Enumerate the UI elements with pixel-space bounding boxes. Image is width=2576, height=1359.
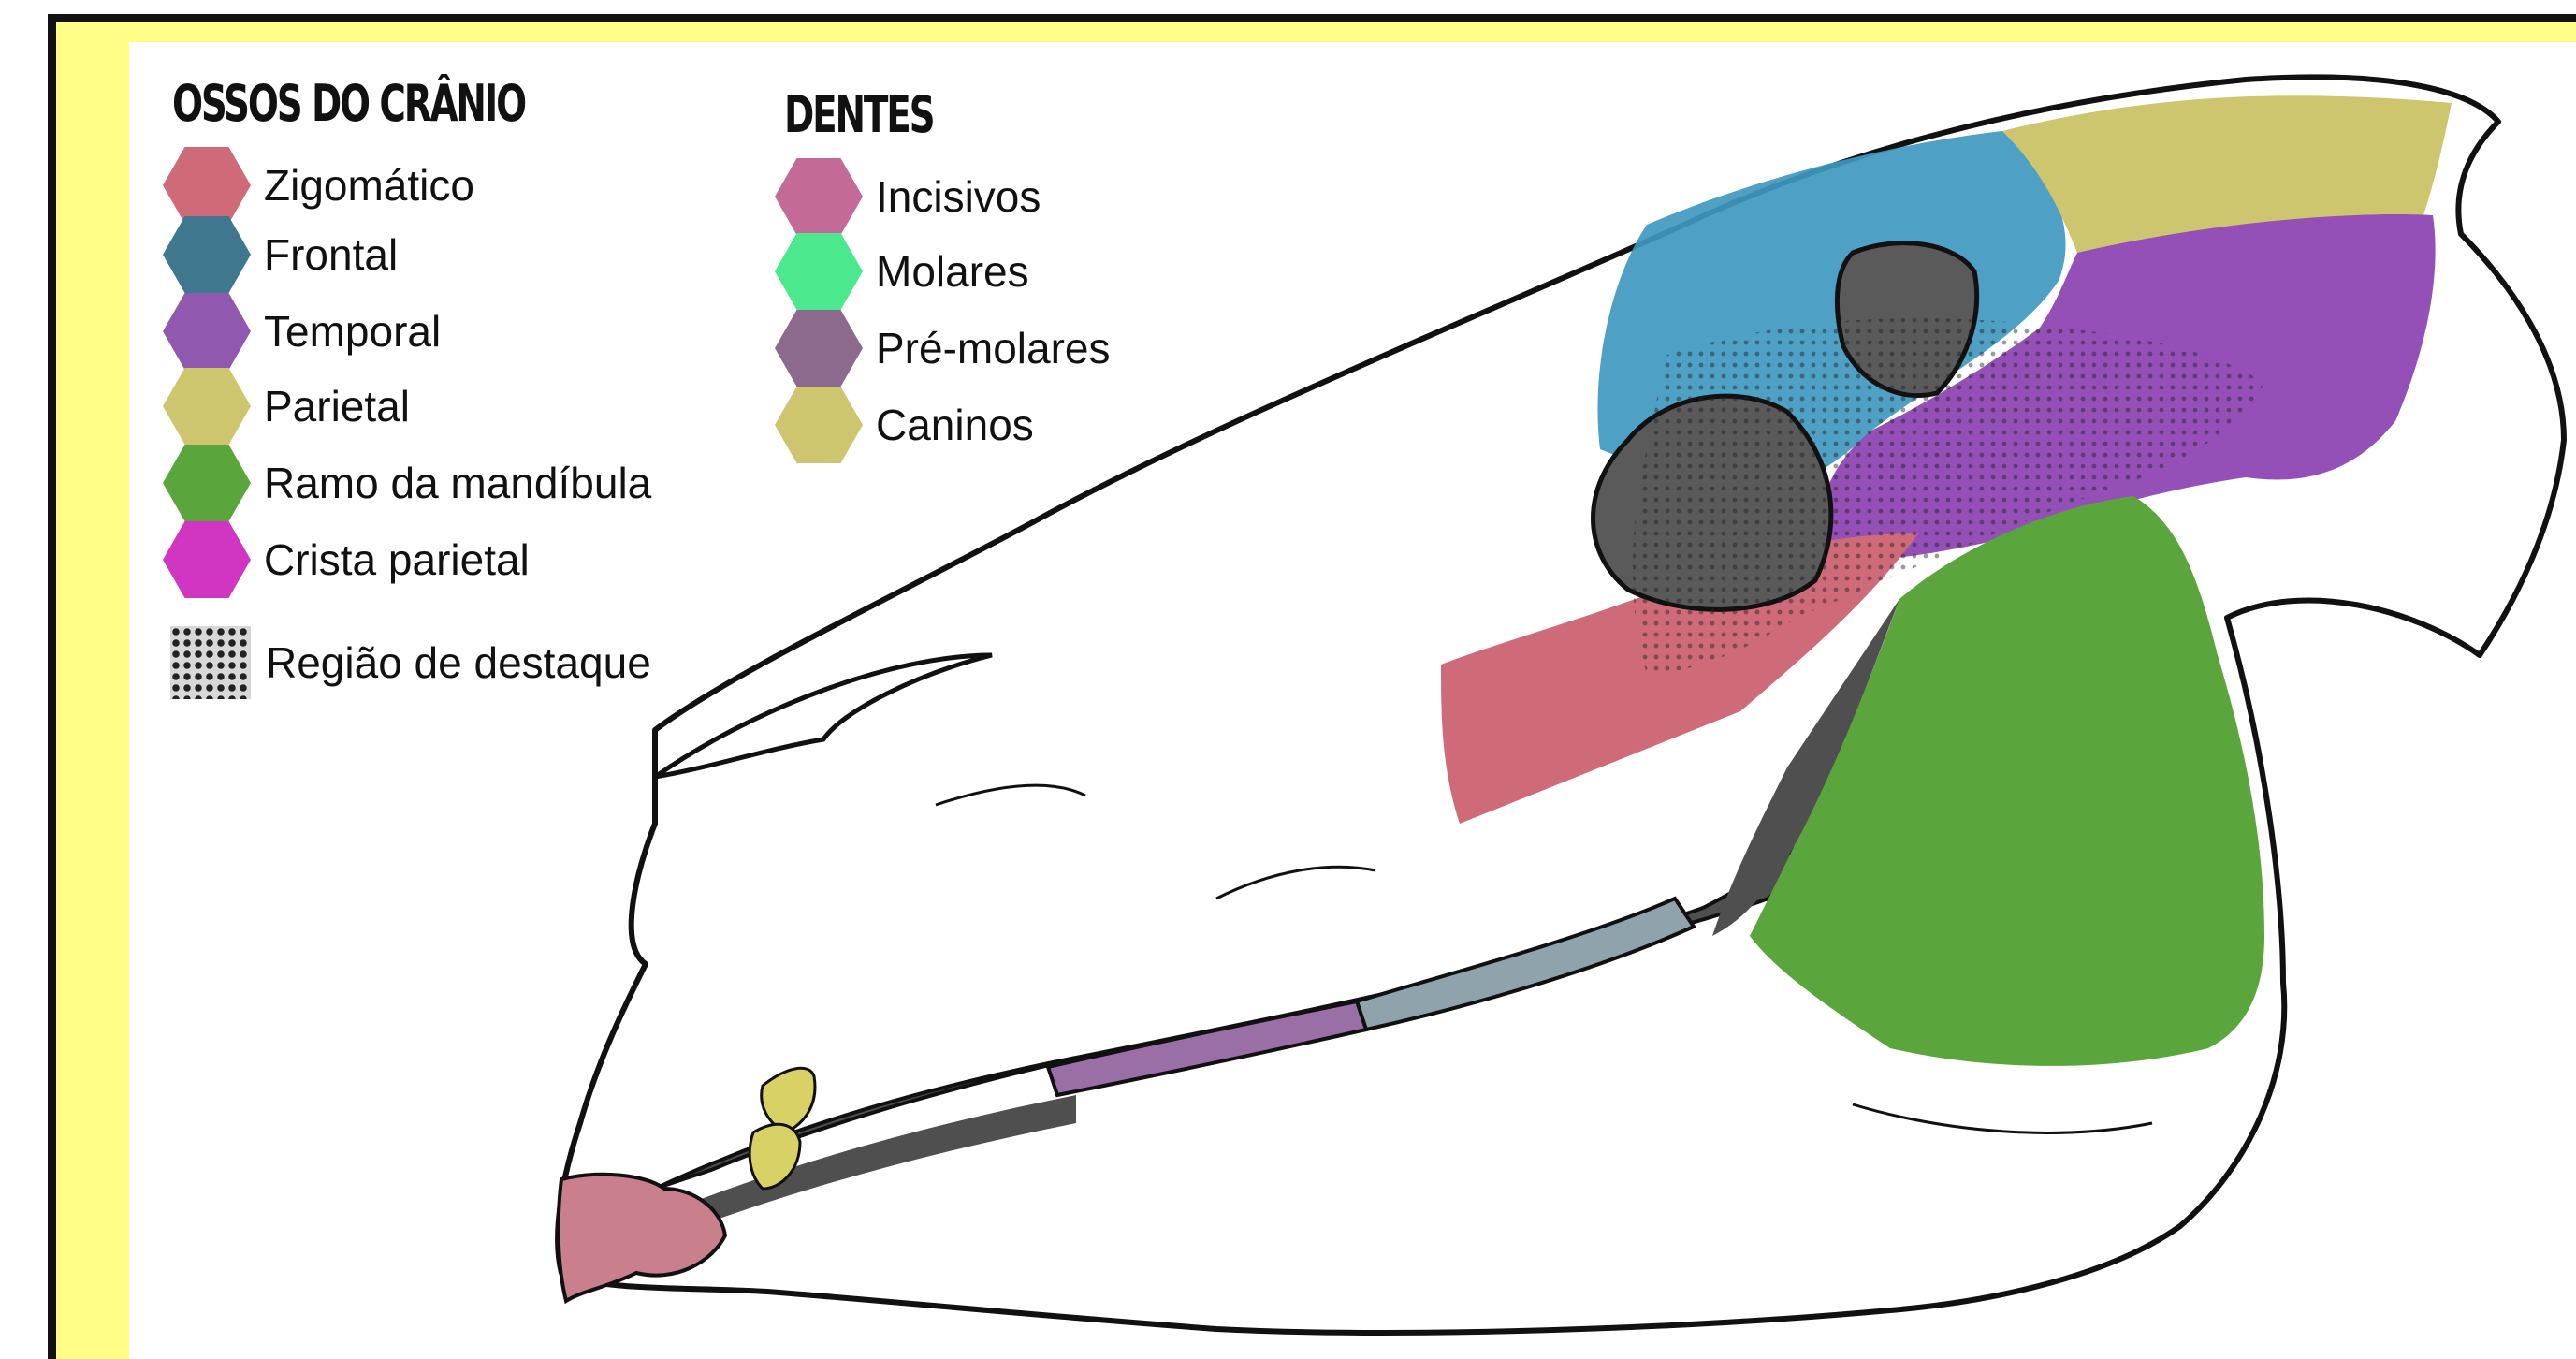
ramo-mandibula-swatch bbox=[163, 445, 251, 521]
legend-item-pre-molares: Pré-molares bbox=[775, 311, 1111, 386]
frontal-swatch bbox=[163, 216, 251, 293]
legend-label-incisivos: Incisivos bbox=[876, 171, 1041, 222]
legend-item-frontal: Frontal bbox=[163, 217, 398, 292]
legend-teeth-title: DENTES bbox=[784, 90, 934, 140]
legend-label-temporal: Temporal bbox=[264, 306, 441, 357]
pre-molares-swatch bbox=[775, 310, 863, 387]
legend-item-incisivos: Incisivos bbox=[775, 159, 1041, 234]
legend-item-molares: Molares bbox=[775, 234, 1029, 309]
incisivos-swatch bbox=[775, 158, 863, 235]
molares-swatch bbox=[775, 233, 863, 310]
crista-parietal-swatch bbox=[163, 521, 251, 598]
temporal-swatch bbox=[163, 293, 251, 370]
legend-label-caninos: Caninos bbox=[876, 400, 1034, 450]
legend-item-highlight: Região de destaque bbox=[170, 625, 651, 700]
legend-item-parietal: Parietal bbox=[163, 369, 410, 444]
legend-bones-title: OSSOS DO CRÂNIO bbox=[172, 79, 525, 129]
legend-item-temporal: Temporal bbox=[163, 294, 441, 369]
legend-label-molares: Molares bbox=[876, 246, 1029, 297]
legend-item-crista-parietal: Crista parietal bbox=[163, 522, 530, 597]
legend-label-parietal: Parietal bbox=[264, 381, 410, 431]
legend-item-ramo-mandibula: Ramo da mandíbula bbox=[163, 446, 651, 520]
zygomatico-swatch bbox=[163, 147, 251, 224]
legend-label-pre-molares: Pré-molares bbox=[876, 323, 1111, 373]
legend-label-ramo-mandibula: Ramo da mandíbula bbox=[264, 458, 651, 508]
legend-item-caninos: Caninos bbox=[775, 387, 1034, 462]
legend-label-frontal: Frontal bbox=[264, 229, 398, 280]
legend-item-zygomatico: Zigomático bbox=[163, 148, 474, 223]
legend-label-crista-parietal: Crista parietal bbox=[264, 534, 530, 585]
legend-label-highlight: Região de destaque bbox=[266, 637, 651, 688]
highlight-pattern-swatch bbox=[170, 626, 251, 699]
legend-label-zygomatico: Zigomático bbox=[264, 160, 474, 211]
caninos-swatch bbox=[775, 387, 863, 463]
parietal-swatch bbox=[163, 368, 251, 445]
